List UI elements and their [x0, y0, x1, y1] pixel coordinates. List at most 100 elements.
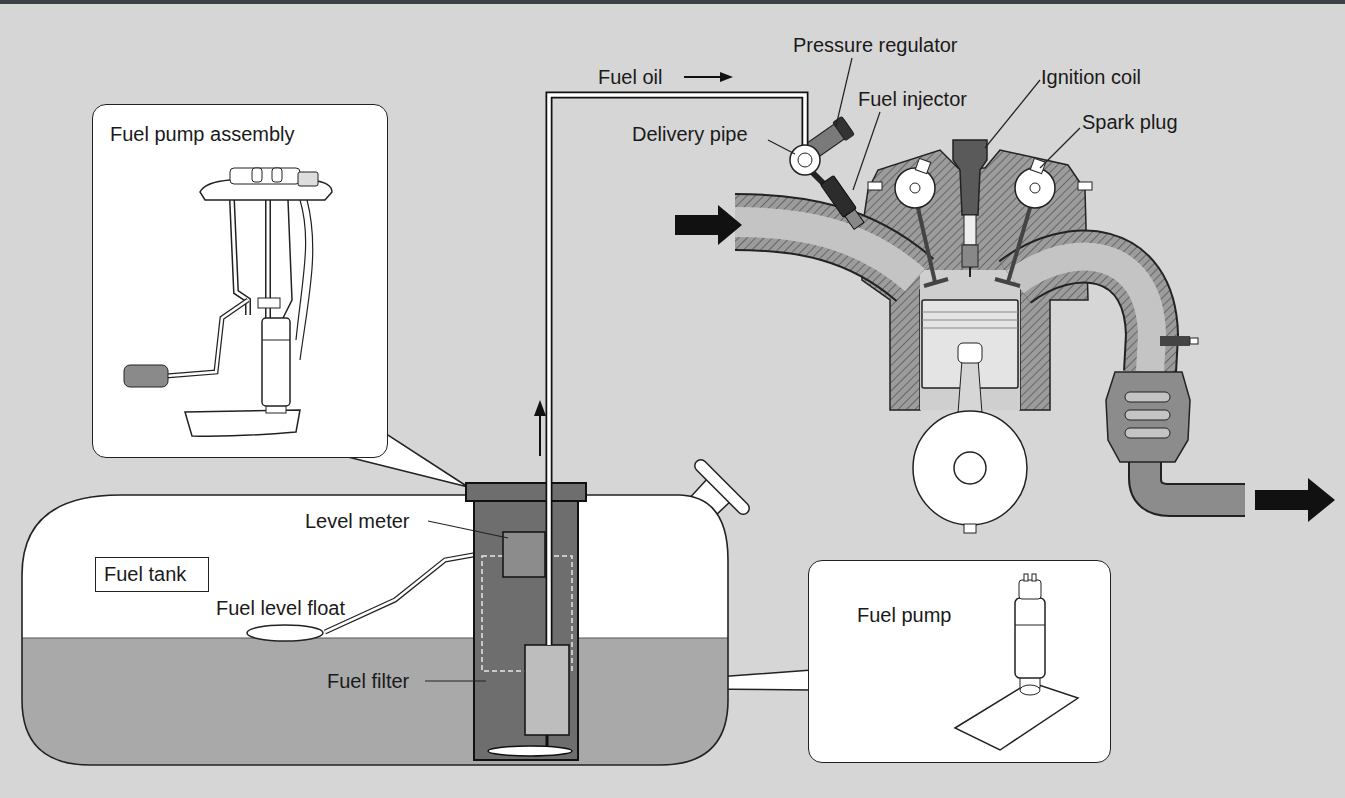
- assembly-tube: [232, 200, 248, 315]
- injector-nozzle: [845, 209, 864, 229]
- crankshaft: [913, 411, 1027, 525]
- part-label: Delivery pipe: [632, 122, 748, 146]
- flow-arrow: [684, 76, 722, 78]
- box-title: Fuel tank: [104, 562, 208, 586]
- part-label: Pressure regulator: [793, 33, 958, 57]
- oxygen-sensor-tip: [1190, 338, 1198, 344]
- housing-flange: [466, 483, 586, 501]
- leader-line: [768, 140, 795, 154]
- exhaust-passage: [1015, 257, 1152, 372]
- intake-port: [735, 222, 915, 280]
- exhaust-arrow: [1255, 478, 1335, 522]
- part-label: Spark plug: [1082, 110, 1178, 134]
- piston-ring: [922, 328, 1018, 329]
- exhaust-valve-head: [995, 279, 1020, 286]
- intake-arrow: [675, 205, 742, 245]
- assembly-connector: [298, 172, 318, 186]
- cam-lobe: [915, 158, 930, 173]
- assembly-clip: [258, 298, 280, 308]
- exhaust-port: [1015, 257, 1152, 372]
- assembly-float-arm: [166, 300, 248, 376]
- assembly-float-arm: [166, 300, 248, 376]
- part-label: Fuel oil: [598, 65, 662, 89]
- part-label: Fuel injector: [858, 87, 967, 111]
- fuel-level: [0, 638, 760, 778]
- pump-connector-drawing: [1019, 580, 1041, 599]
- piston-ring: [922, 320, 1018, 321]
- pump-prong-drawing: [1024, 574, 1028, 581]
- crank-nub: [964, 524, 976, 533]
- callout-box: Fuel tank: [95, 557, 209, 592]
- leader-line: [428, 521, 508, 538]
- piston-ring: [922, 312, 1018, 313]
- assembly-flange: [200, 180, 332, 200]
- injector-body: [820, 175, 856, 217]
- spark-plug-shell: [962, 245, 978, 267]
- pump-body-drawing: [1015, 598, 1045, 678]
- fuel-pump-body: [525, 645, 569, 735]
- spark-plug-insulator: [964, 215, 976, 245]
- piston-pin: [958, 343, 982, 363]
- spark-plug-electrode: [969, 267, 971, 277]
- assembly-strainer: [185, 410, 300, 436]
- leader-line: [425, 680, 486, 681]
- assembly-rod: [282, 200, 292, 320]
- assembly-float: [124, 365, 168, 387]
- converter-slot: [1125, 392, 1170, 402]
- fuel-float: [247, 625, 323, 641]
- converter-slot: [1125, 410, 1170, 420]
- crankshaft-hub: [954, 452, 986, 484]
- pump-strainer: [488, 746, 572, 756]
- assembly-pump-band: [262, 340, 290, 341]
- delivery-pipe-body: [790, 145, 820, 175]
- fuel-injector-body: [820, 175, 865, 230]
- box-title: Fuel pump: [857, 603, 1110, 627]
- assembly-wire: [300, 200, 313, 360]
- box-title: Fuel pump assembly: [110, 122, 387, 146]
- converter-slot: [1125, 428, 1170, 438]
- flow-arrowhead: [720, 72, 733, 82]
- tank-outline: [22, 495, 728, 765]
- pump-inlet-drawing: [1020, 685, 1040, 695]
- part-label: Ignition coil: [1041, 65, 1141, 89]
- delivery-pipe-bore: [798, 153, 812, 167]
- part-label: Fuel level float: [216, 596, 345, 620]
- callout-box: Fuel pump assembly: [92, 104, 388, 458]
- regulator-cap: [833, 116, 855, 140]
- leader-line: [836, 58, 852, 126]
- cam-lobe: [1030, 158, 1045, 173]
- camshaft-hub: [1030, 183, 1040, 193]
- flow-arrowhead: [534, 400, 546, 416]
- flow-arrow: [539, 414, 541, 456]
- tail-pipe: [1145, 462, 1245, 500]
- pump-outlet-drawing: [1020, 676, 1040, 688]
- assembly-pump-outlet: [266, 404, 286, 413]
- pump-housing: [474, 500, 578, 760]
- pump-band-drawing: [1015, 625, 1045, 626]
- assembly-tube: [265, 200, 271, 318]
- head-bolt: [1078, 182, 1092, 190]
- leader-line: [985, 80, 1040, 148]
- assembly-wire: [296, 200, 306, 340]
- head-bolt: [868, 182, 882, 190]
- intake-passage: [735, 222, 915, 280]
- intake-valve: [918, 208, 935, 282]
- intake-port: [735, 222, 915, 280]
- assembly-tube: [267, 200, 270, 318]
- camshaft-hub: [910, 183, 920, 193]
- catalytic-converter: [1106, 372, 1190, 462]
- exhaust-valve: [1008, 208, 1030, 282]
- assembly-pump: [262, 318, 290, 406]
- pump-prong-drawing: [1032, 574, 1036, 581]
- part-label: Fuel filter: [327, 669, 409, 693]
- tail-pipe: [1145, 462, 1245, 500]
- fuel-line: [549, 95, 805, 645]
- fuel-line: [549, 95, 805, 645]
- callout-box: Fuel pump: [808, 560, 1111, 763]
- pump-strainer-drawing: [955, 682, 1078, 750]
- intake-valve-head: [924, 279, 948, 286]
- part-label: Level meter: [305, 509, 410, 533]
